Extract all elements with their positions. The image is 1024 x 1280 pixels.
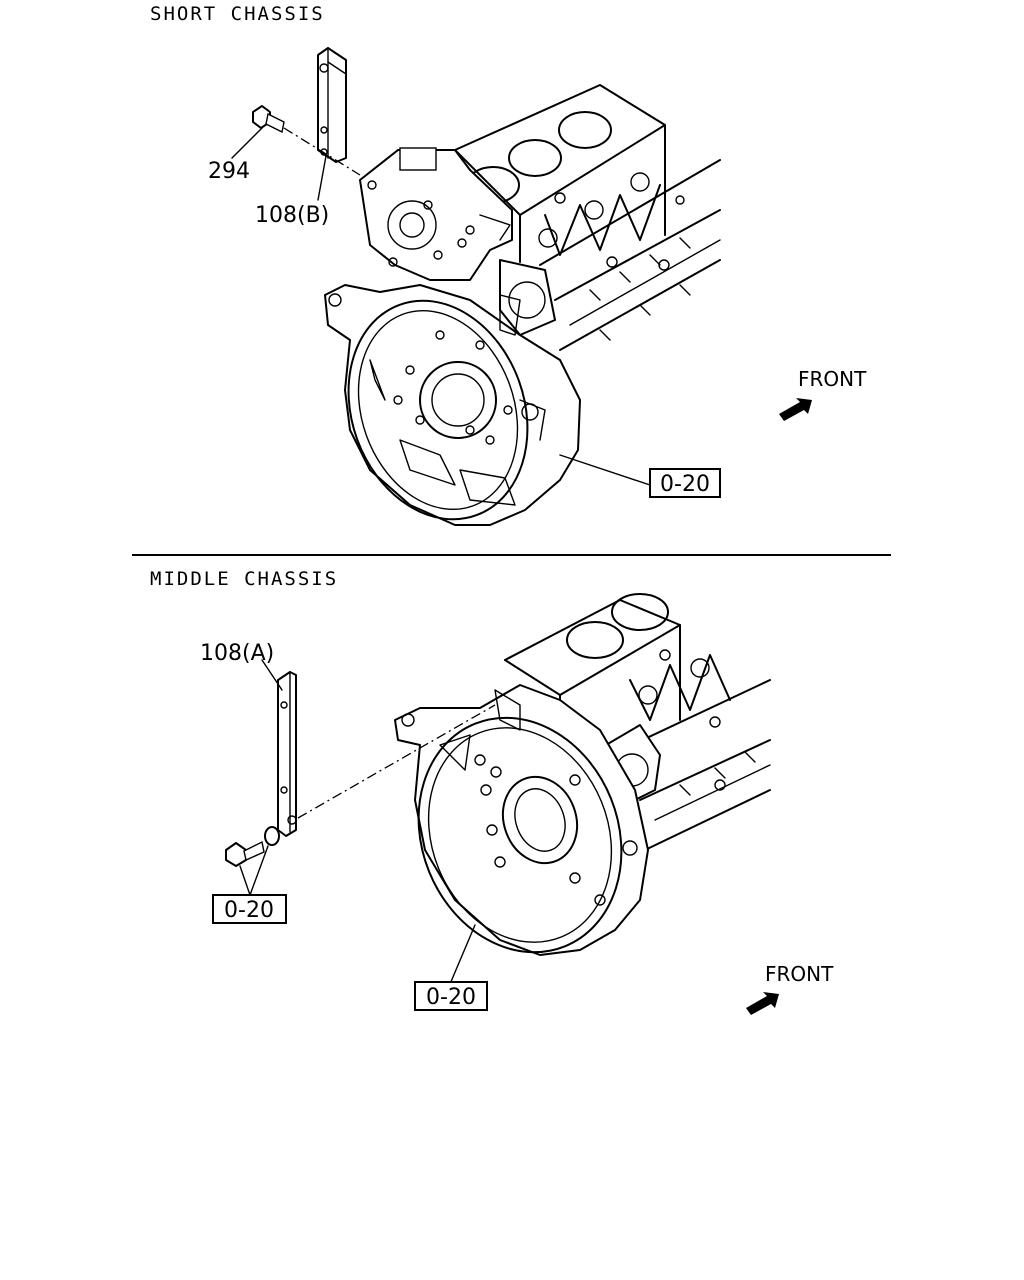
short-chassis-section: SHORT CHASSIS bbox=[150, 3, 867, 526]
leader-short-housing bbox=[559, 454, 651, 486]
label-108a: 108(A) bbox=[200, 641, 274, 666]
middle-flywheel-housing bbox=[394, 684, 649, 956]
leader-middle-housing bbox=[449, 924, 476, 985]
short-bracket-108b bbox=[317, 47, 347, 163]
ref-box-middle-housing bbox=[414, 981, 488, 1011]
label-294: 294 bbox=[208, 159, 250, 184]
short-engine-block bbox=[454, 84, 721, 351]
middle-front-indicator: FRONT bbox=[746, 962, 834, 1015]
leader-bolt bbox=[239, 865, 251, 896]
middle-chassis-section: MIDDLE CHASSIS bbox=[150, 568, 834, 1015]
leader-294 bbox=[231, 127, 263, 159]
label-middle-bolt-ref: 0-20 bbox=[224, 898, 274, 923]
short-bolt-centerline bbox=[283, 127, 361, 176]
middle-front-arrow-icon bbox=[746, 992, 779, 1015]
ref-box-short-housing bbox=[649, 468, 721, 498]
short-front-arrow-icon bbox=[779, 398, 812, 421]
short-bolt-294 bbox=[252, 105, 285, 134]
ref-box-middle-bolt bbox=[212, 894, 287, 924]
label-108b: 108(B) bbox=[255, 203, 329, 228]
short-front-indicator: FRONT bbox=[779, 367, 867, 421]
middle-washer bbox=[264, 826, 280, 846]
middle-bolt bbox=[225, 840, 265, 867]
short-flywheel-housing bbox=[324, 284, 581, 526]
label-middle-housing-ref: 0-20 bbox=[426, 985, 476, 1010]
middle-chassis-title: MIDDLE CHASSIS bbox=[150, 568, 338, 590]
label-short-housing-ref: 0-20 bbox=[660, 472, 710, 497]
middle-bolt-centerline bbox=[297, 704, 496, 819]
leader-108a bbox=[261, 659, 283, 691]
middle-front-label: FRONT bbox=[765, 962, 834, 986]
short-front-label: FRONT bbox=[798, 367, 867, 391]
leader-washer bbox=[249, 845, 269, 896]
short-chassis-title: SHORT CHASSIS bbox=[150, 3, 325, 25]
short-front-cover bbox=[359, 147, 556, 336]
middle-bracket-108a bbox=[277, 671, 297, 837]
leader-108b bbox=[317, 155, 327, 201]
